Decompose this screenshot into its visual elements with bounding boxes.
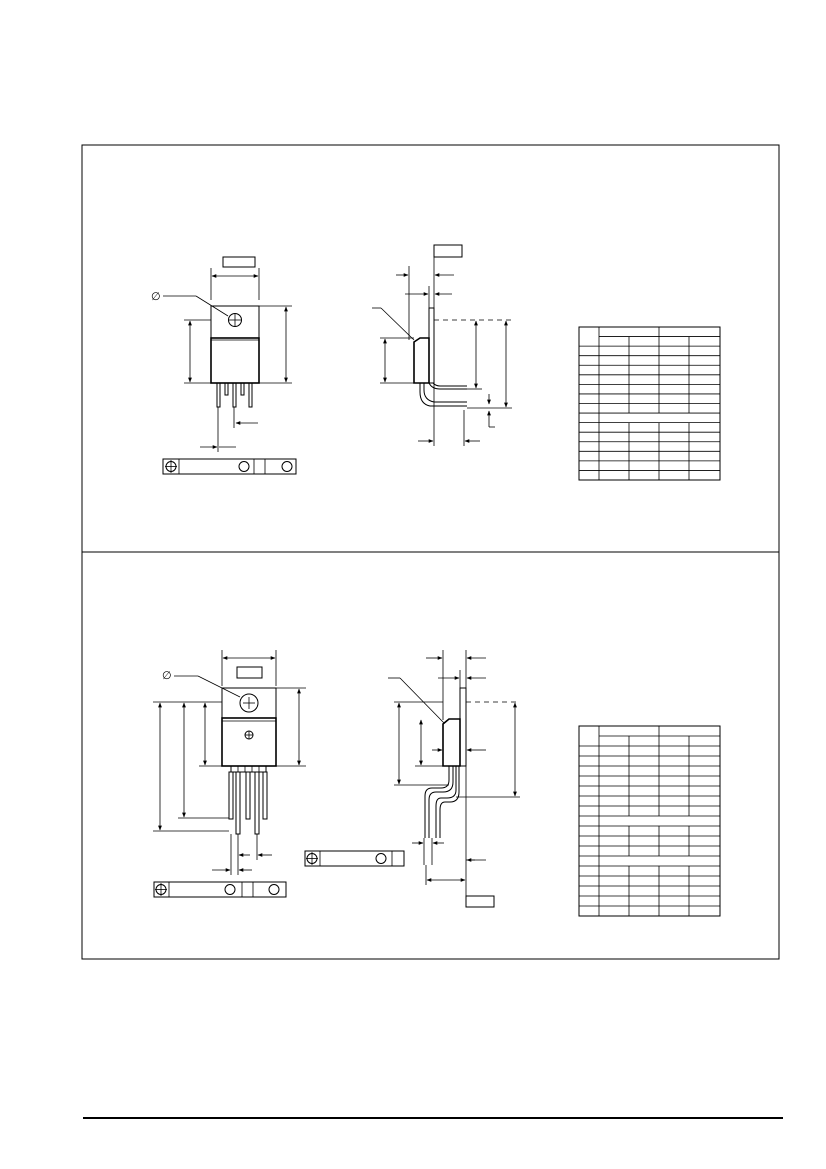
side-body <box>442 718 461 767</box>
side-view-2 <box>388 650 520 908</box>
chamfer-leader <box>399 677 445 724</box>
chamfer-leader <box>380 307 415 341</box>
lead <box>240 382 245 396</box>
package-body <box>210 337 260 384</box>
datum-label-box <box>433 244 463 258</box>
dimension-table-1 <box>578 326 721 481</box>
lead <box>245 771 251 820</box>
lead <box>216 382 221 408</box>
hole-diameter-symbol: ∅ <box>162 669 172 682</box>
lead <box>232 382 237 408</box>
hole-leader <box>197 675 241 698</box>
mounting-hole <box>228 313 242 327</box>
datum-label-box <box>222 256 256 268</box>
side-tab <box>459 687 467 767</box>
side-view-1 <box>372 244 512 446</box>
side-lead <box>428 766 454 838</box>
table-border <box>578 725 721 917</box>
front-view-2: ∅ <box>153 650 306 875</box>
outline-frame-bottom <box>81 551 780 960</box>
datum-label-box <box>465 895 495 908</box>
lead <box>254 771 260 835</box>
side-lead <box>439 766 460 838</box>
side-lead <box>419 383 467 407</box>
dimension-table-2 <box>578 725 721 917</box>
outline-2: ∅ <box>153 650 721 917</box>
front-view-1: ∅ <box>151 256 292 452</box>
datum-label-box <box>236 666 263 679</box>
lead <box>248 382 253 408</box>
side-lead-bent <box>432 382 467 387</box>
top-view-2-right <box>304 850 405 867</box>
outline-1: ∅ <box>151 244 721 481</box>
top-view-1 <box>162 458 297 475</box>
outline-frame-top <box>81 144 780 553</box>
side-body <box>413 337 430 384</box>
side-lead <box>435 766 457 838</box>
mounting-hole <box>239 693 259 713</box>
top-view-2-left <box>153 881 287 898</box>
hole-diameter-symbol: ∅ <box>151 290 161 303</box>
package-body <box>221 717 277 767</box>
lead <box>235 771 241 835</box>
lead <box>224 382 229 396</box>
lead <box>228 771 234 820</box>
lead <box>262 771 268 820</box>
side-lead <box>424 766 450 838</box>
